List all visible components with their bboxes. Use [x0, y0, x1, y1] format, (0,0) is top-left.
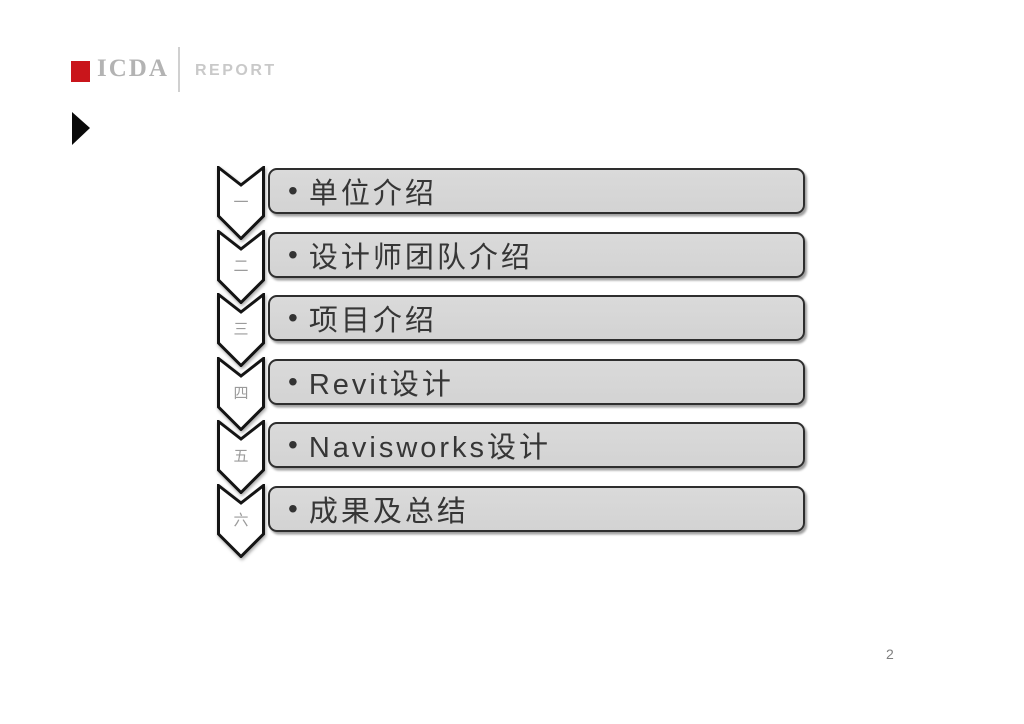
bullet-dot: •: [288, 175, 298, 206]
agenda-row: 三 • 项目介绍: [217, 293, 817, 373]
chevron-shape: 二: [217, 229, 265, 304]
agenda-box: • 成果及总结: [268, 485, 805, 532]
page-number: 2: [886, 646, 894, 662]
agenda-box: • 单位介绍: [268, 168, 805, 214]
chevron-number: 四: [233, 386, 248, 402]
chevron-number: 五: [233, 449, 248, 465]
chevron-shape: 五: [217, 420, 265, 494]
chevron-number: 六: [233, 512, 248, 529]
logo-text: ICDA: [97, 55, 169, 82]
agenda-list: 一 • 单位介绍 二 • 设计师团队介绍 三 • 项: [217, 166, 817, 576]
agenda-box: • 项目介绍: [268, 295, 805, 341]
agenda-label: Revit设计: [308, 368, 454, 401]
bullet-dot: •: [288, 429, 298, 460]
report-label: REPORT: [195, 62, 277, 79]
agenda-row: 二 • 设计师团队介绍: [217, 229, 817, 310]
agenda-label: 成果及总结: [308, 495, 469, 528]
chevron-shape: 四: [217, 356, 265, 431]
agenda-box: • 设计师团队介绍: [268, 231, 805, 278]
agenda-box: • Navisworks设计: [268, 422, 805, 468]
triangle-bullet-icon: [72, 112, 90, 145]
chevron-number: 一: [233, 195, 248, 211]
agenda-row: 四 • Revit设计: [217, 356, 817, 437]
chevron-shape: 一: [217, 166, 265, 240]
agenda-box: • Revit设计: [268, 358, 805, 405]
logo-red-square-icon: [71, 61, 90, 82]
chevron-shape: 六: [217, 483, 265, 558]
bullet-dot: •: [288, 238, 298, 270]
agenda-label: 单位介绍: [308, 178, 437, 210]
agenda-label: 项目介绍: [308, 305, 437, 337]
logo-divider: [178, 47, 180, 92]
agenda-row: 五 • Navisworks设计: [217, 420, 817, 500]
agenda-label: 设计师团队介绍: [308, 241, 533, 274]
agenda-row: 一 • 单位介绍: [217, 166, 817, 246]
bullet-dot: •: [288, 365, 298, 397]
bullet-dot: •: [288, 302, 298, 333]
agenda-row: 六 • 成果及总结: [217, 483, 817, 564]
chevron-shape: 三: [217, 293, 265, 367]
chevron-number: 三: [233, 322, 248, 338]
agenda-label: Navisworks设计: [308, 432, 552, 464]
bullet-dot: •: [288, 492, 298, 524]
chevron-number: 二: [233, 259, 248, 275]
